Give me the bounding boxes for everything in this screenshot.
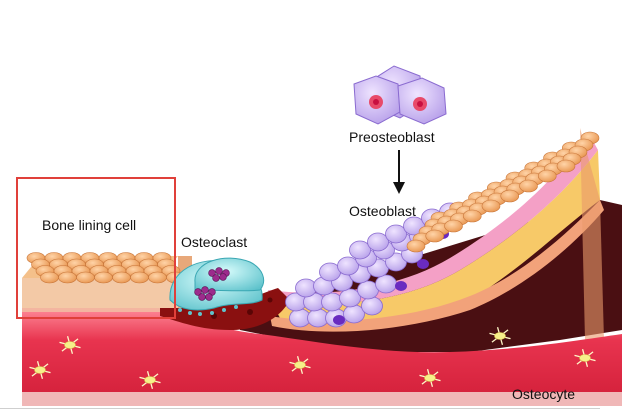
osteoblast-nucleus — [395, 281, 407, 291]
bone-lining-cell-label: Bone lining cell — [42, 217, 137, 233]
osteoblast-cell-icon — [385, 224, 407, 244]
osteoblast-cell-icon — [337, 256, 359, 276]
ridge-cell — [500, 189, 520, 203]
osteocyte-group — [29, 327, 596, 389]
osteoblast-cell-icon — [367, 232, 389, 252]
bone-lining-highlight-box — [16, 177, 176, 319]
osteocyte-cell-icon — [29, 361, 51, 379]
ridge-cell — [519, 179, 538, 193]
ridge-cell — [444, 219, 463, 233]
osteoblast-cell-icon — [321, 292, 343, 312]
down-arrow-icon — [393, 150, 405, 194]
osteocyte-cell-icon — [574, 349, 596, 367]
preosteoblast-label: Preosteoblast — [349, 129, 435, 145]
bottom-divider — [0, 408, 600, 409]
ridge-cell — [556, 159, 576, 173]
osteoblast-nucleus — [417, 259, 429, 269]
osteocyte-cell-icon — [289, 356, 311, 374]
ridge-cell — [537, 169, 557, 183]
ridge-cell — [406, 239, 426, 253]
osteoclast-cell-icon — [169, 257, 265, 316]
osteoblast-label: Osteoblast — [349, 203, 416, 219]
preosteoblast-cell-icon — [353, 65, 447, 125]
osteoblast-cell-icon — [361, 296, 383, 316]
osteoclast-label: Osteoclast — [181, 234, 248, 250]
ridge-cell — [425, 229, 445, 243]
osteoblast-cell-icon — [349, 240, 371, 260]
osteocyte-cell-icon — [489, 327, 511, 345]
osteoblast-cell-icon — [375, 274, 397, 294]
osteocyte-cell-icon — [59, 336, 81, 354]
ridge-cell — [462, 209, 482, 223]
osteocyte-cell-icon — [419, 369, 441, 387]
osteoblast-cell-icon — [339, 288, 361, 308]
osteoblast-nucleus — [333, 315, 345, 325]
ridge-cell — [481, 199, 501, 213]
ridge-cell-group — [406, 131, 600, 253]
osteocyte-cell-icon — [139, 371, 161, 389]
osteocyte-label: Osteocyte — [512, 386, 576, 402]
